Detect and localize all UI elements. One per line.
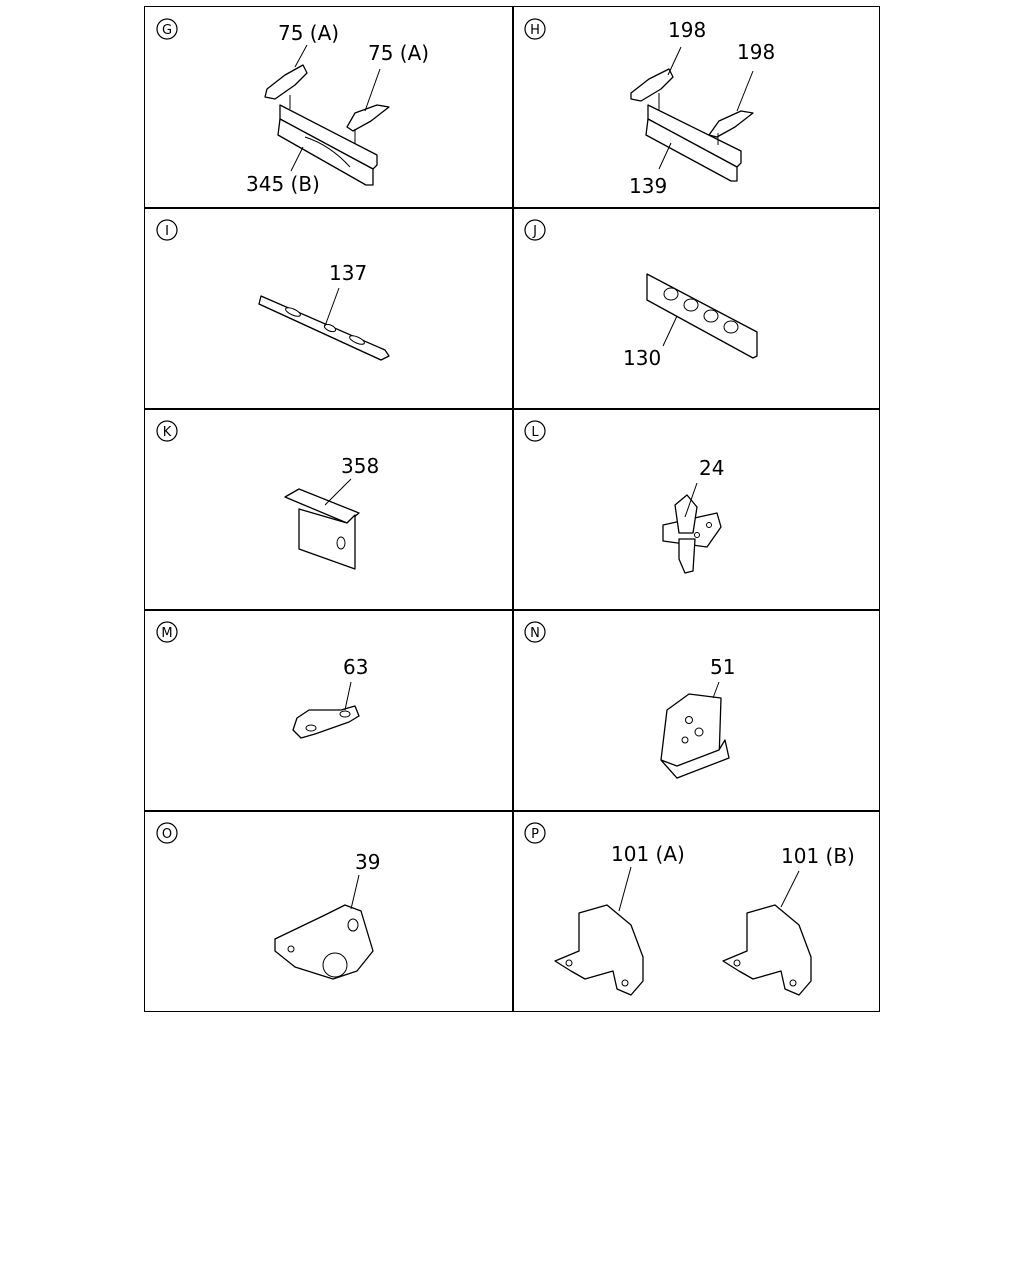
channel-lower-face <box>645 118 738 182</box>
panel-letter: H <box>530 23 540 38</box>
grid-divider-row-2 <box>145 408 879 410</box>
bracket-body <box>292 705 360 739</box>
panel-letter: P <box>531 827 539 842</box>
panel-letter-circle <box>156 420 178 442</box>
panel-letter-circle <box>524 219 546 241</box>
panel-letter: K <box>163 425 172 440</box>
part-label: 198 <box>737 40 775 64</box>
panel-p: P 101 (A) 101 (B) <box>513 811 881 1012</box>
part-label: 139 <box>629 174 667 198</box>
panel-letter-circle <box>156 822 178 844</box>
bracket-left <box>264 64 308 100</box>
part-label: 101 (B) <box>781 844 855 868</box>
part-label: 137 <box>329 261 367 285</box>
panel-letter: J <box>532 224 537 239</box>
panel-n: N 51 <box>513 610 881 811</box>
panel-j: J 130 <box>513 208 881 409</box>
panel-letter-circle <box>524 18 546 40</box>
panel-l: L 24 <box>513 409 881 610</box>
part-label: 63 <box>343 655 368 679</box>
bracket-right <box>708 110 754 138</box>
bracket-101b <box>722 904 812 996</box>
bracket-base <box>660 739 730 779</box>
bracket-101a <box>554 904 644 996</box>
grid-divider-row-4 <box>145 810 879 812</box>
grid-divider-row-1 <box>145 207 879 209</box>
channel-body <box>279 104 378 170</box>
panel-h: H 198 198 139 <box>513 7 881 208</box>
part-label: 130 <box>623 346 661 370</box>
panel-letter-circle <box>524 420 546 442</box>
parts-diagram-grid: G 75 (A) 75 (A) 345 (B) H <box>144 6 880 1012</box>
panel-k: K 358 <box>145 409 513 610</box>
panel-letter: G <box>162 23 172 38</box>
part-label: 345 (B) <box>246 172 320 196</box>
panel-letter: I <box>165 224 169 239</box>
panel-m: M 63 <box>145 610 513 811</box>
panel-i: I 137 <box>145 208 513 409</box>
panel-letter-circle <box>524 822 546 844</box>
part-label: 75 (A) <box>368 41 429 65</box>
panel-letter-circle <box>156 219 178 241</box>
panel-letter: M <box>161 626 172 641</box>
grid-divider-row-3 <box>145 609 879 611</box>
part-label: 358 <box>341 454 379 478</box>
bracket-plate <box>298 508 356 570</box>
grid-divider-vertical <box>512 7 514 1011</box>
panel-letter-circle <box>156 18 178 40</box>
panel-letter: O <box>162 827 172 842</box>
panel-g: G 75 (A) 75 (A) 345 (B) <box>145 7 513 208</box>
bracket-right <box>346 104 390 132</box>
part-label: 39 <box>355 850 380 874</box>
bracket-left <box>630 68 674 102</box>
part-label: 101 (A) <box>611 842 685 866</box>
part-label: 51 <box>710 655 735 679</box>
part-label: 75 (A) <box>278 21 339 45</box>
bracket-leg <box>678 538 696 574</box>
panel-letter: L <box>531 425 539 440</box>
part-label: 24 <box>699 456 724 480</box>
panel-letter-circle <box>524 621 546 643</box>
channel-body <box>647 104 742 168</box>
bracket-top-flange <box>284 488 360 524</box>
crossmember-body <box>258 295 390 361</box>
channel-lower-face <box>277 118 374 186</box>
panel-letter: N <box>530 626 540 641</box>
panel-letter-circle <box>156 621 178 643</box>
panel-o: O 39 <box>145 811 513 1012</box>
part-label: 198 <box>668 18 706 42</box>
